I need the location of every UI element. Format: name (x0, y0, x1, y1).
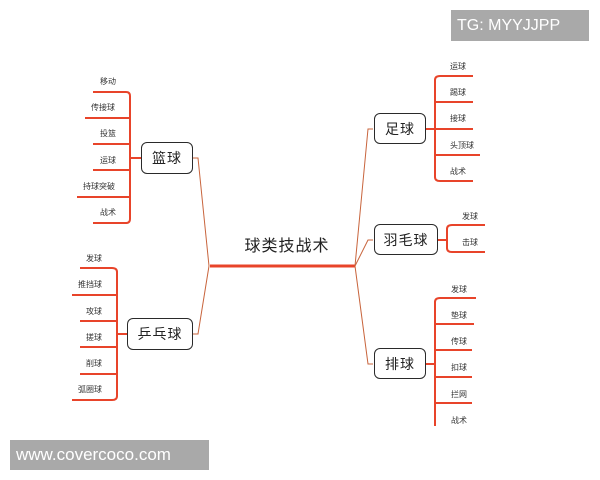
bracket-football (426, 75, 480, 182)
leaf-football-tactics[interactable]: 战术 (450, 167, 466, 176)
leaf-basketball-pass[interactable]: 传接球 (91, 103, 115, 112)
leaf-volleyball-serve[interactable]: 发球 (451, 285, 467, 294)
leaf-volleyball-dig[interactable]: 垫球 (451, 311, 467, 320)
node-football[interactable]: 足球 (374, 113, 426, 144)
connector-table-tennis (193, 265, 210, 335)
leaf-basketball-dribble[interactable]: 运球 (100, 156, 116, 165)
leaf-football-kick[interactable]: 踢球 (450, 88, 466, 97)
bracket-badminton (438, 224, 485, 253)
leaf-basketball-tactics[interactable]: 战术 (100, 208, 116, 217)
leaf-badminton-hit[interactable]: 击球 (462, 238, 478, 247)
leaf-tt-chop-rub[interactable]: 搓球 (86, 333, 102, 342)
leaf-volleyball-set[interactable]: 传球 (451, 337, 467, 346)
leaf-basketball-move[interactable]: 移动 (100, 77, 116, 86)
leaf-tt-loop[interactable]: 弧圈球 (78, 385, 102, 394)
leaf-volleyball-tactics[interactable]: 战术 (451, 416, 467, 425)
leaf-volleyball-spike[interactable]: 扣球 (451, 363, 467, 372)
leaf-football-header[interactable]: 头顶球 (450, 141, 474, 150)
watermark-url: www.covercoco.com (10, 440, 209, 470)
leaf-basketball-shoot[interactable]: 投篮 (100, 129, 116, 138)
leaf-tt-attack[interactable]: 攻球 (86, 307, 102, 316)
node-basketball[interactable]: 篮球 (141, 142, 193, 174)
leaf-tt-push[interactable]: 推挡球 (78, 280, 102, 289)
bracket-volleyball (426, 297, 476, 426)
leaf-tt-chop[interactable]: 削球 (86, 359, 102, 368)
leaf-volleyball-block[interactable]: 拦网 (451, 390, 467, 399)
node-volleyball[interactable]: 排球 (374, 348, 426, 379)
node-table-tennis[interactable]: 乒乓球 (127, 318, 193, 350)
root-topic: 球类技战术 (244, 236, 330, 255)
bracket-basketball (77, 91, 141, 224)
connector-football (354, 128, 373, 267)
bracket-table-tennis (72, 267, 127, 401)
leaf-tt-serve[interactable]: 发球 (86, 254, 102, 263)
connector-volleyball (354, 265, 373, 365)
leaf-basketball-breakthrough[interactable]: 持球突破 (83, 182, 115, 191)
leaf-football-dribble[interactable]: 运球 (450, 62, 466, 71)
leaf-football-receive[interactable]: 接球 (450, 114, 466, 123)
connector-basketball (193, 157, 210, 267)
leaf-badminton-serve[interactable]: 发球 (462, 212, 478, 221)
watermark-telegram: TG: MYYJJPP (451, 10, 589, 41)
connector-badminton (354, 239, 373, 267)
node-badminton[interactable]: 羽毛球 (374, 224, 438, 255)
